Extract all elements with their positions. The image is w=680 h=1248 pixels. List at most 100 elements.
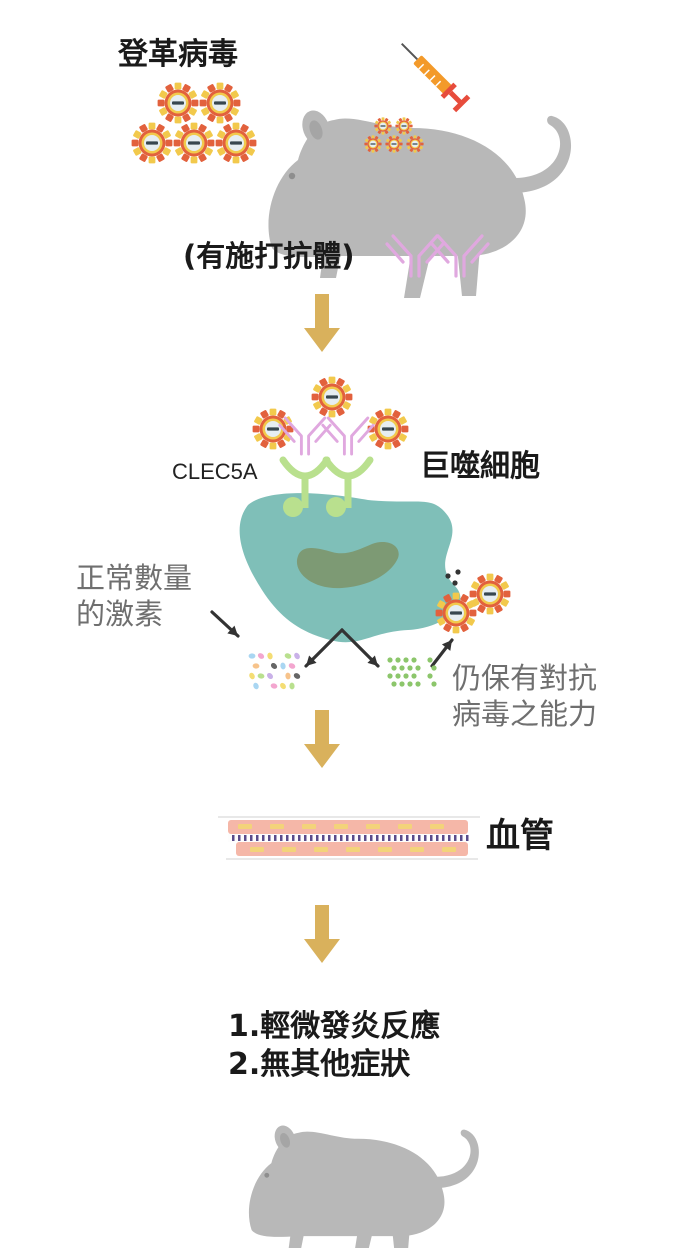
- virus-spike: [249, 139, 257, 147]
- virus-spike: [405, 118, 410, 122]
- virus-spike: [198, 153, 207, 162]
- virus-spike: [181, 153, 190, 162]
- virus-spike: [378, 142, 382, 146]
- virus-icon: [385, 135, 403, 153]
- vessel-junction: [256, 835, 259, 841]
- virus-icon: [364, 135, 382, 153]
- virus-spike: [182, 84, 191, 93]
- virus-particle: [452, 580, 458, 586]
- virus-spike: [191, 99, 199, 107]
- virus-spike: [207, 84, 216, 93]
- syringe-plunger-head: [452, 94, 471, 113]
- virus-spike: [371, 149, 375, 153]
- virus-spike: [413, 149, 417, 153]
- vessel-junction: [322, 835, 325, 841]
- antibody-arm: [314, 423, 332, 443]
- arrow-shaft: [315, 905, 329, 945]
- virus-spike: [260, 439, 269, 448]
- virus-spike: [377, 118, 382, 122]
- vessel-junction: [424, 835, 427, 841]
- virus-spike: [408, 127, 412, 132]
- virus-spike: [240, 124, 249, 133]
- hormone-dot: [285, 672, 291, 680]
- virus-spike: [387, 127, 391, 132]
- hormone-dot: [267, 652, 273, 660]
- virus-spike: [384, 442, 392, 450]
- ability-label-line-1: 仍保有對抗: [452, 661, 598, 695]
- defense-dot: [415, 665, 421, 671]
- hormone-label-line-2: 的激素: [76, 597, 164, 632]
- arrow-hormone: [210, 610, 240, 638]
- antibody-icon: [430, 234, 490, 278]
- virus-spike: [157, 99, 165, 107]
- virus-spike: [469, 590, 477, 598]
- syringe-tick: [429, 75, 436, 82]
- mouse-ear-inner: [309, 120, 323, 140]
- virus-spike: [165, 113, 174, 122]
- virus-spike: [392, 439, 401, 448]
- vessel-cell: [410, 847, 424, 852]
- vessel-cell: [302, 824, 316, 829]
- virus-spike: [369, 416, 378, 425]
- virus-spike: [385, 142, 389, 146]
- defense-dot: [411, 657, 417, 663]
- defense-dot: [399, 665, 405, 671]
- vessel-junction: [238, 835, 241, 841]
- virus-minus-sign: [214, 101, 226, 105]
- virus-spike: [398, 118, 403, 122]
- arrow-down-icon: [304, 905, 340, 963]
- vessel-cell: [282, 847, 296, 852]
- vessel-junction: [340, 835, 343, 841]
- hormone-dot: [257, 653, 265, 659]
- vessel-junction: [382, 835, 385, 841]
- virus-spike: [232, 156, 240, 164]
- vessel-junction: [394, 835, 397, 841]
- virus-spike: [181, 124, 190, 133]
- virus-spike: [384, 130, 389, 134]
- syringe-flange: [440, 82, 457, 99]
- defense-dot: [399, 681, 405, 687]
- mouse-leg: [392, 1229, 410, 1248]
- mouse-ear-inner: [280, 1133, 291, 1148]
- virus-spike: [246, 147, 255, 156]
- defense-dot: [407, 665, 413, 671]
- hormone-dot: [248, 653, 256, 659]
- virus-spike: [188, 90, 197, 99]
- virus-spike: [199, 99, 207, 107]
- virus-spike: [398, 433, 407, 442]
- virus-spike: [365, 145, 369, 150]
- virus-minus-sign: [382, 427, 394, 431]
- defense-dot: [403, 657, 409, 663]
- virus-spike: [398, 130, 403, 134]
- defense-dot: [391, 665, 397, 671]
- virus-spike: [409, 148, 414, 152]
- antibody-arm: [278, 423, 296, 443]
- arrow-shaft: [315, 294, 329, 334]
- arrow-cell-left: [304, 628, 344, 668]
- virus-spike: [416, 136, 421, 140]
- virus-icon: [215, 122, 257, 164]
- vessel-cell: [334, 824, 348, 829]
- vessel-label: 血管: [486, 816, 554, 856]
- vessel-junction: [334, 835, 337, 841]
- virus-spike: [392, 149, 396, 153]
- virus-spike: [374, 124, 378, 128]
- virus-spike: [399, 142, 403, 146]
- virus-spike: [345, 393, 353, 401]
- virus-spike: [131, 139, 139, 147]
- receptor-cup: [322, 456, 374, 480]
- virus-icon: [469, 573, 511, 615]
- virus-spike: [139, 124, 148, 133]
- arrow-shaft: [315, 710, 329, 750]
- virus-icon: [374, 117, 392, 135]
- defense-dot: [427, 673, 433, 679]
- antibody-bound: [278, 416, 332, 456]
- antibody-stem: [417, 234, 439, 278]
- virus-spike: [165, 139, 173, 147]
- virus-spike: [494, 575, 503, 584]
- virus-spike: [374, 136, 379, 140]
- virus-spike: [232, 122, 240, 130]
- virus-minus-sign: [230, 141, 242, 145]
- virus-minus-sign: [146, 141, 158, 145]
